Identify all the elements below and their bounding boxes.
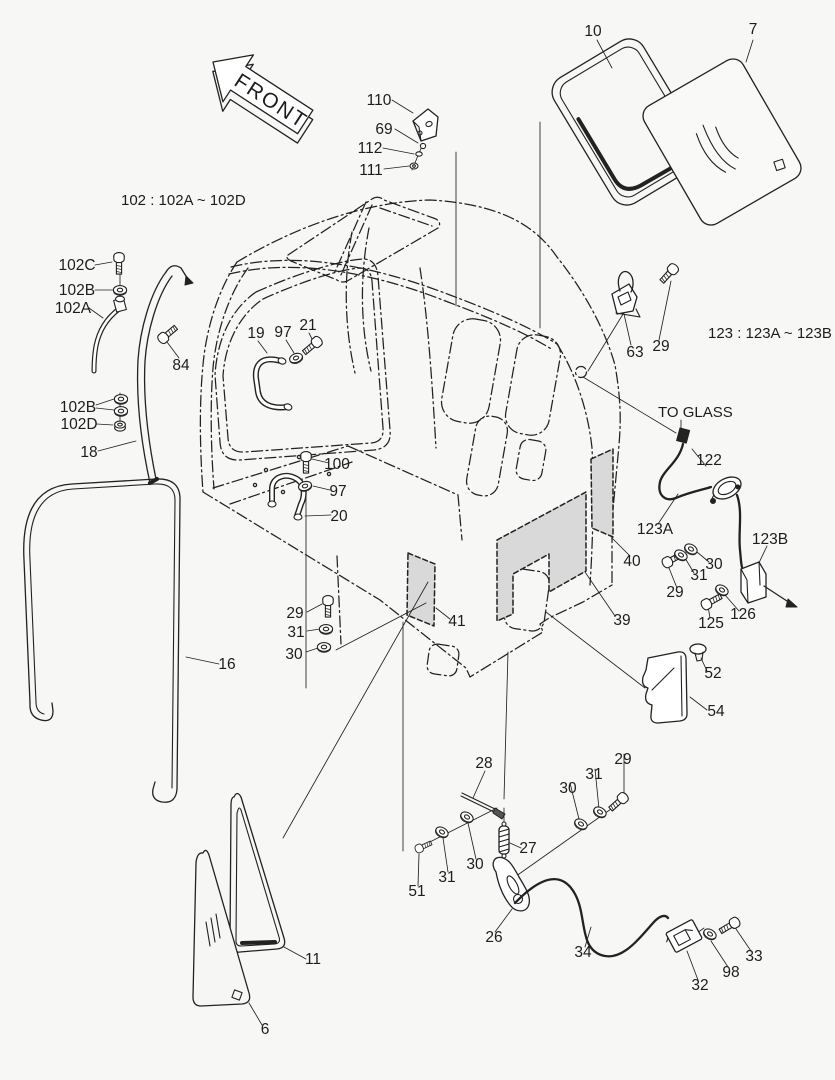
part-label-102A: 102A bbox=[55, 300, 92, 317]
part-label-20: 20 bbox=[330, 508, 348, 525]
part-label-102B-2: 102B bbox=[60, 399, 96, 416]
part-label-54: 54 bbox=[707, 703, 725, 720]
part-label-63: 63 bbox=[626, 344, 643, 361]
box-123B bbox=[740, 561, 798, 608]
leader-lines bbox=[88, 39, 768, 1026]
part-label-102D: 102D bbox=[60, 416, 97, 433]
cable-34 bbox=[513, 878, 670, 958]
striker-32 bbox=[665, 919, 703, 953]
cover-bracket-54 bbox=[641, 651, 688, 724]
part-label-102B-1: 102B bbox=[59, 282, 95, 299]
part-label-110: 110 bbox=[367, 92, 392, 109]
part-label-100: 100 bbox=[324, 456, 350, 473]
part-label-18: 18 bbox=[80, 444, 97, 461]
grab-handle-19 bbox=[252, 356, 293, 411]
handle-102A bbox=[91, 295, 127, 374]
part-label-29-4: 29 bbox=[614, 751, 631, 768]
part-label-34: 34 bbox=[574, 944, 592, 961]
cab-body-outline bbox=[199, 196, 621, 678]
latch-lever-26 bbox=[492, 856, 531, 912]
part-label-126: 126 bbox=[730, 606, 756, 623]
hinge-63 bbox=[611, 270, 641, 318]
part-label-123B: 123B bbox=[752, 531, 788, 548]
pillar-seal-18 bbox=[136, 265, 194, 485]
quarter-window-glass-6 bbox=[192, 849, 251, 1007]
part-label-11: 11 bbox=[305, 951, 321, 968]
part-label-21: 21 bbox=[299, 317, 316, 334]
part-label-30-3: 30 bbox=[559, 780, 577, 797]
part-label-31-1: 31 bbox=[690, 567, 707, 584]
part-label-31-3: 31 bbox=[585, 766, 602, 783]
wiper-pivot-122 bbox=[711, 476, 742, 501]
part-label-97-1: 97 bbox=[274, 324, 291, 341]
part-label-97-2: 97 bbox=[329, 483, 346, 500]
latch-assembly bbox=[460, 792, 703, 958]
front-arrow: FRONT bbox=[212, 54, 314, 144]
part-label-29-1: 29 bbox=[652, 338, 669, 355]
part-labels: 110 69 112 111 10 7 102C 102B 102A 84 19… bbox=[55, 21, 788, 1038]
part-label-112: 112 bbox=[358, 140, 383, 157]
note-group-102: 102 : 102A ~ 102D bbox=[121, 192, 246, 209]
grab-handle-20 bbox=[267, 472, 307, 521]
note-to-glass: TO GLASS bbox=[658, 404, 733, 421]
bolt-69 bbox=[419, 142, 427, 150]
part-label-125: 125 bbox=[698, 615, 724, 632]
part-label-30-4: 30 bbox=[466, 856, 484, 873]
part-label-102C: 102C bbox=[58, 257, 95, 274]
door-seal-16 bbox=[23, 478, 181, 803]
part-label-31-2: 31 bbox=[287, 624, 304, 641]
part-label-29-2: 29 bbox=[666, 584, 683, 601]
part-label-27: 27 bbox=[519, 840, 536, 857]
panel-40 bbox=[590, 448, 614, 538]
part-label-123A: 123A bbox=[637, 521, 674, 538]
part-label-10: 10 bbox=[584, 23, 602, 40]
part-label-40: 40 bbox=[623, 553, 641, 570]
bracket-110 bbox=[412, 108, 439, 142]
part-label-52: 52 bbox=[704, 665, 721, 682]
part-label-41: 41 bbox=[448, 613, 465, 630]
wiring-123 bbox=[658, 427, 798, 608]
part-label-69: 69 bbox=[375, 121, 392, 138]
rear-window-glass-7 bbox=[642, 58, 802, 226]
part-label-29-3: 29 bbox=[286, 605, 303, 622]
part-label-30-1: 30 bbox=[705, 556, 723, 573]
part-label-39: 39 bbox=[613, 612, 630, 629]
part-label-84: 84 bbox=[172, 357, 190, 374]
part-label-7: 7 bbox=[749, 21, 758, 38]
part-label-31-4: 31 bbox=[438, 869, 455, 886]
washer-112 bbox=[415, 151, 423, 157]
part-label-26: 26 bbox=[485, 929, 502, 946]
part-label-32: 32 bbox=[691, 977, 708, 994]
part-label-98: 98 bbox=[722, 964, 739, 981]
nut-111 bbox=[409, 162, 419, 170]
part-label-111: 111 bbox=[359, 162, 383, 179]
part-label-6: 6 bbox=[261, 1021, 270, 1038]
part-label-19: 19 bbox=[247, 325, 264, 342]
panel-41 bbox=[406, 552, 436, 627]
note-group-123: 123 : 123A ~ 123B bbox=[708, 325, 832, 342]
part-label-33: 33 bbox=[745, 948, 762, 965]
part-label-28: 28 bbox=[475, 755, 492, 772]
quarter-window-seal-11 bbox=[229, 792, 286, 953]
part-label-51: 51 bbox=[408, 883, 425, 900]
part-label-122: 122 bbox=[696, 452, 722, 469]
part-label-16: 16 bbox=[218, 656, 235, 673]
grommet-52 bbox=[689, 643, 707, 662]
panel-39 bbox=[496, 491, 587, 622]
part-label-30-2: 30 bbox=[285, 646, 303, 663]
